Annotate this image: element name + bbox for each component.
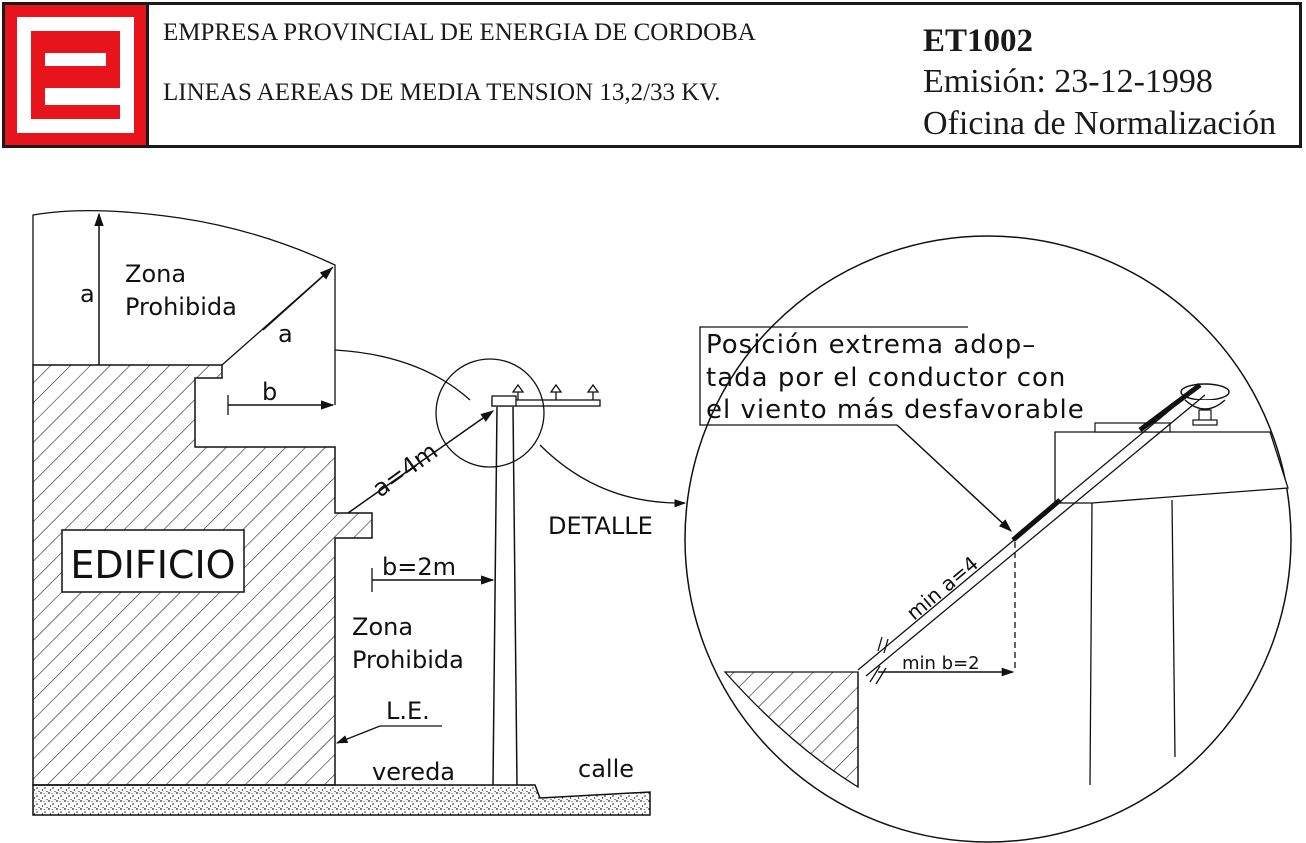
document-code: ET1002 bbox=[923, 23, 1034, 59]
zona-top-1: Zona bbox=[125, 260, 186, 288]
label-b2m: b=2m bbox=[382, 553, 456, 581]
logo-mark bbox=[17, 17, 134, 133]
upper-forbidden-zone bbox=[32, 210, 336, 405]
upper-zone-arc bbox=[334, 349, 471, 401]
company-name: EMPRESA PROVINCIAL DE ENERGIA DE CORDOBA bbox=[163, 19, 756, 46]
label-a-vertical: a bbox=[80, 280, 95, 308]
note-box bbox=[699, 326, 968, 426]
break-mark-3 bbox=[869, 665, 881, 683]
note-line-1: Posición extrema adop– bbox=[706, 330, 1036, 360]
utility-pole bbox=[492, 406, 518, 786]
label-detalle: DETALLE bbox=[548, 512, 653, 540]
detail-crossarm-plate bbox=[1094, 422, 1171, 433]
note-leader bbox=[896, 424, 1012, 532]
clearance-diagram: EDIFICIO a Zona Prohibida a b a=4m b=2m … bbox=[32, 210, 1292, 843]
label-a-diagonal: a bbox=[278, 320, 293, 348]
sidewalk-ground bbox=[32, 784, 651, 816]
label-vereda: vereda bbox=[372, 758, 455, 786]
issuing-office: Oficina de Normalización bbox=[923, 105, 1277, 142]
pole-cap bbox=[491, 395, 517, 407]
note-line-2: tada por el conductor con bbox=[706, 363, 1066, 393]
detail-pole-left bbox=[1089, 502, 1093, 786]
label-le: L.E. bbox=[386, 697, 430, 725]
detail-leader bbox=[539, 444, 687, 508]
break-mark-2 bbox=[883, 638, 889, 654]
document-subtitle: LINEAS AEREAS DE MEDIA TENSION 13,2/33 K… bbox=[163, 79, 721, 106]
label-calle: calle bbox=[578, 755, 634, 783]
insulators bbox=[511, 383, 600, 400]
label-a4m: a=4m bbox=[367, 437, 443, 503]
detail-contents: Posición extrema adop– tada por el condu… bbox=[699, 326, 1289, 789]
le-leader bbox=[335, 725, 381, 744]
dim-a4m-arrow bbox=[347, 410, 495, 514]
issue-date: Emisión: 23-12-1998 bbox=[923, 63, 1213, 100]
break-mark-1 bbox=[877, 636, 883, 652]
edificio-box bbox=[61, 529, 245, 593]
title-block: EMPRESA PROVINCIAL DE ENERGIA DE CORDOBA… bbox=[2, 2, 1302, 148]
edificio-label: EDIFICIO bbox=[70, 543, 235, 587]
note-line-3: el viento más desfavorable bbox=[706, 395, 1085, 425]
detail-conductor-thin-2 bbox=[865, 394, 1206, 677]
zona-bottom-1: Zona bbox=[352, 613, 413, 641]
detail-conductor-thick-2 bbox=[1138, 383, 1202, 432]
detail-marker-circle bbox=[435, 358, 545, 468]
zona-bottom-2: Prohibida bbox=[352, 646, 464, 674]
dim-a-diagonal bbox=[262, 267, 334, 331]
break-mark-4 bbox=[875, 667, 887, 685]
zona-top-2: Prohibida bbox=[125, 293, 237, 321]
label-b: b bbox=[262, 378, 277, 406]
detail-conductor-thick-1 bbox=[1011, 498, 1062, 542]
epec-logo bbox=[5, 5, 149, 145]
detail-pole-right bbox=[1171, 499, 1176, 758]
label-min-b: min b=2 bbox=[902, 653, 980, 674]
